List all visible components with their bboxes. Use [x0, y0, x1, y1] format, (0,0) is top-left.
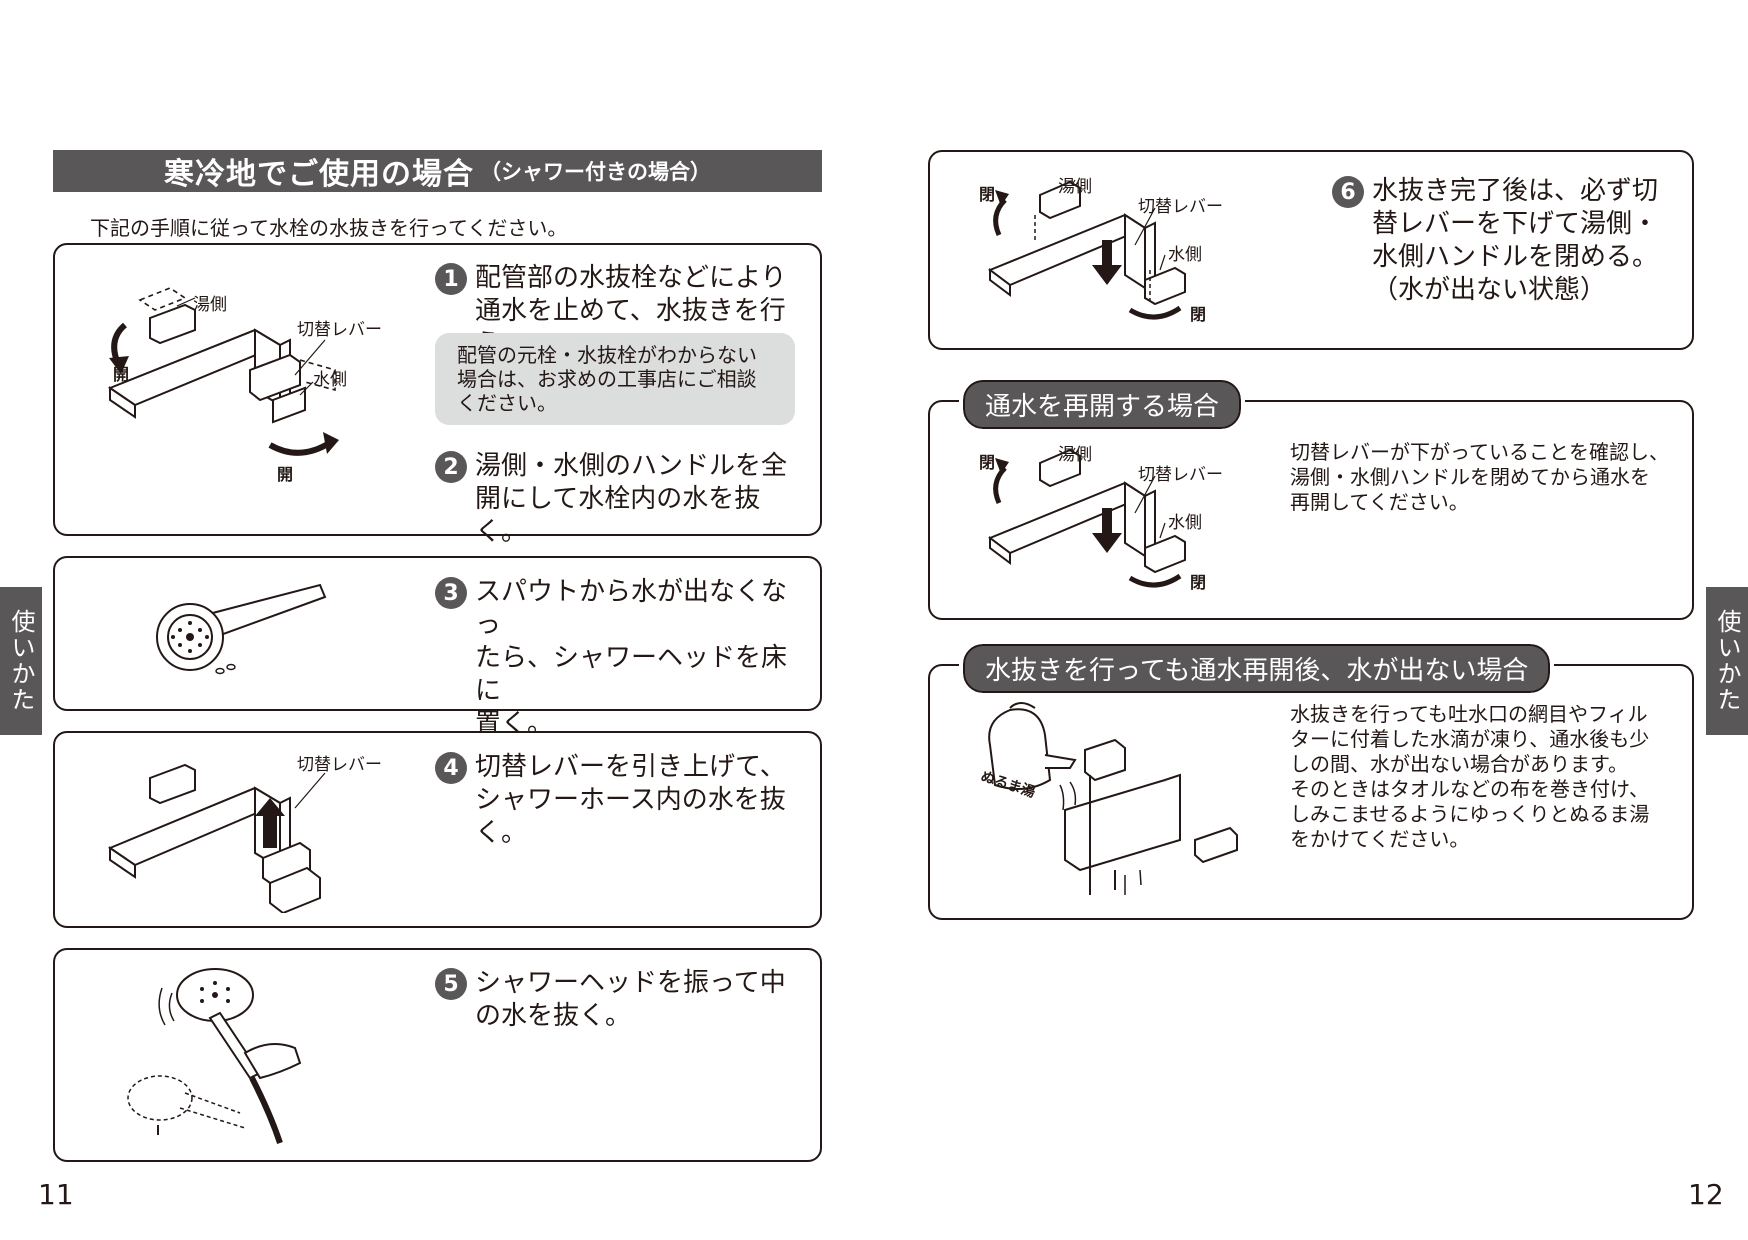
label-switch-lever: 切替レバー: [1138, 465, 1223, 485]
label-cold-side: 水側: [1168, 245, 1202, 265]
resume-water-label: 通水を再開する場合: [958, 376, 1246, 433]
step-number: 4: [435, 752, 467, 784]
label-hot-side: 湯側: [193, 295, 227, 315]
side-tab-right: 使いかた: [1706, 587, 1748, 735]
step-text-line: く。: [475, 818, 528, 848]
no-flow-text: 水抜きを行っても吐水口の網目やフィル ターに付着した水滴が凍り、通水後も少 しの…: [1290, 702, 1680, 852]
label-switch-lever: 切替レバー: [1138, 197, 1223, 217]
label-close-cold: 閉: [1190, 305, 1206, 324]
note-line: ください。: [457, 391, 557, 415]
faucet-close-illustration: 湯側 切替レバー 水側 閉 閉: [979, 177, 1223, 324]
step-text-line: 配管部の水抜栓などにより: [475, 263, 787, 293]
step-number: 2: [435, 451, 467, 483]
step-4: 4 切替レバーを引き上げて、 シャワーホース内の水を抜 く。: [435, 751, 805, 850]
step-number: 1: [435, 263, 467, 295]
step-number: 3: [435, 577, 467, 609]
label-close-cold: 閉: [1190, 573, 1206, 592]
page-number-left: 11: [38, 1178, 74, 1211]
resume-water-text: 切替レバーが下がっていることを確認し、 湯側・水側ハンドルを閉めてから通水を 再…: [1290, 440, 1680, 515]
label-hot-side: 湯側: [1058, 177, 1092, 197]
step-text-line: スパウトから水が出なくなっ: [475, 577, 788, 640]
label-switch-lever: 切替レバー: [297, 755, 382, 775]
body-line: 再開してください。: [1290, 490, 1469, 514]
step-text-line: 水抜き完了後は、必ず切: [1372, 176, 1659, 206]
section-title: 寒冷地でご使用の場合: [164, 157, 474, 192]
shake-shower-head-illustration: [127, 968, 302, 1144]
shower-head-on-floor-illustration: [156, 583, 327, 675]
step-text-line: シャワーホース内の水を抜: [475, 785, 786, 815]
label-switch-lever: 切替レバー: [297, 320, 382, 340]
step-6: 6 水抜き完了後は、必ず切 替レバーを下げて湯側・ 水側ハンドルを閉める。 （水…: [1332, 175, 1682, 307]
body-line: 湯側・水側ハンドルを閉めてから通水を: [1290, 465, 1650, 489]
no-flow-panel: [928, 664, 1694, 920]
resume-water-panel: [928, 400, 1694, 620]
step-text-line: 湯側・水側のハンドルを全: [475, 451, 788, 481]
step-2: 2 湯側・水側のハンドルを全 開にして水栓内の水を抜く。: [435, 450, 805, 549]
label-hot-side: 湯側: [1058, 445, 1092, 465]
body-line: しの間、水が出ない場合があります。: [1290, 752, 1628, 776]
section-subtitle: （シャワー付きの場合）: [480, 160, 711, 184]
faucet-close-illustration-2: 湯側 切替レバー 水側 閉 閉: [979, 445, 1223, 592]
step-text-line: 開にして水栓内の水を抜く。: [475, 484, 761, 547]
kettle-towel-illustration: ぬるま湯: [979, 702, 1238, 895]
faucet-open-illustration: 湯側 切替レバー 水側 開 開: [107, 287, 382, 484]
body-line: ターに付着した水滴が凍り、通水後も少: [1290, 727, 1650, 751]
intro-text: 下記の手順に従って水栓の水抜きを行ってください。: [90, 216, 568, 240]
faucet-lever-up-illustration: 切替レバー: [107, 755, 382, 913]
note-box: 配管の元栓・水抜栓がわからない 場合は、お求めの工事店にご相談 ください。: [435, 333, 795, 425]
label-close-hot: 閉: [979, 185, 995, 204]
side-tab-left: 使いかた: [0, 587, 42, 735]
step-text-line: 切替レバーを引き上げて、: [475, 752, 786, 782]
step-3: 3 スパウトから水が出なくなっ たら、シャワーヘッドを床に 置く。: [435, 576, 805, 741]
step-text-line: たら、シャワーヘッドを床に: [475, 643, 788, 706]
label-open-hot: 開: [113, 365, 129, 384]
note-line: 場合は、お求めの工事店にご相談: [457, 367, 757, 391]
step-text-line: シャワーヘッドを振って中: [475, 968, 786, 998]
body-line: 切替レバーが下がっていることを確認し、: [1290, 440, 1669, 464]
body-line: をかけてください。: [1290, 827, 1470, 851]
label-close-hot: 閉: [979, 453, 995, 472]
no-flow-label: 水抜きを行っても通水再開後、水が出ない場合: [958, 640, 1555, 697]
note-line: 配管の元栓・水抜栓がわからない: [457, 343, 757, 367]
step-number: 5: [435, 968, 467, 1000]
page-number-right: 12: [1688, 1178, 1724, 1211]
step-text-line: の水を抜く。: [475, 1001, 632, 1031]
step-5: 5 シャワーヘッドを振って中 の水を抜く。: [435, 967, 805, 1033]
label-cold-side: 水側: [1168, 513, 1202, 533]
step-text-line: 替レバーを下げて湯側・: [1372, 209, 1659, 239]
section-title-bar: 寒冷地でご使用の場合 （シャワー付きの場合）: [53, 150, 822, 192]
label-cold-side: 水側: [313, 370, 347, 390]
body-line: しみこませるようにゆっくりとぬるま湯: [1290, 802, 1650, 826]
step-panel-3: [53, 556, 822, 711]
step-text-line: 水側ハンドルを閉める。: [1372, 242, 1659, 272]
label-open-cold: 開: [277, 465, 293, 484]
body-line: そのときはタオルなどの布を巻き付け、: [1290, 777, 1649, 801]
step-text-line: （水が出ない状態）: [1372, 275, 1607, 305]
body-line: 水抜きを行っても吐水口の網目やフィル: [1290, 702, 1648, 726]
step-number: 6: [1332, 176, 1364, 208]
